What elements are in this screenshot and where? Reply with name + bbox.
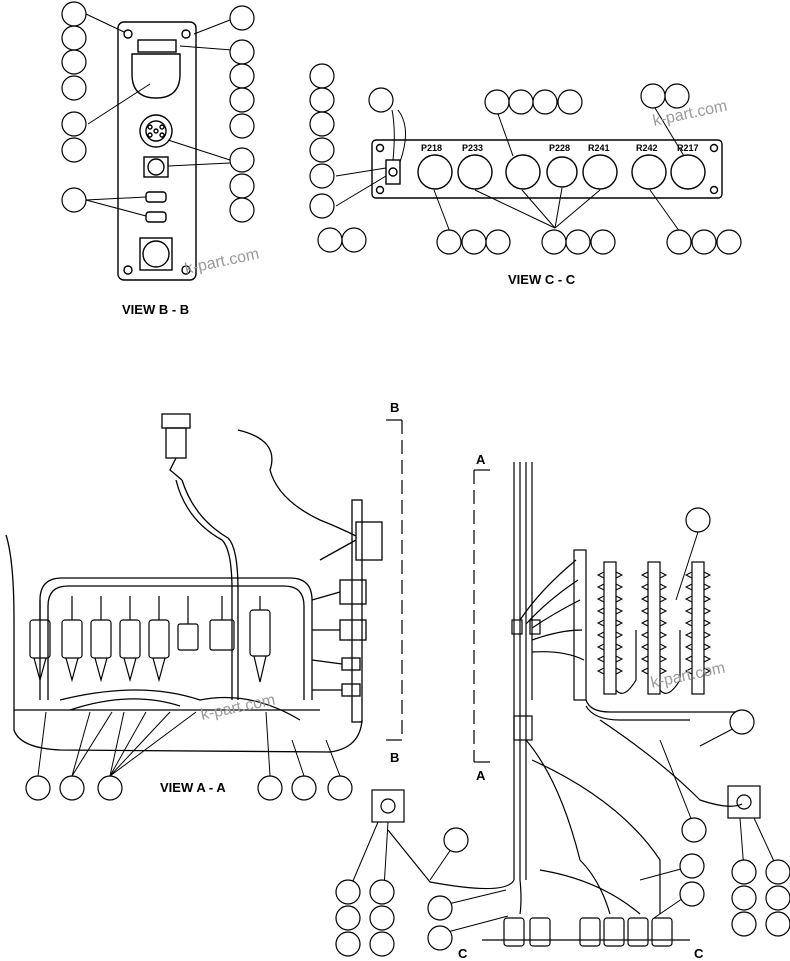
watermark-text: k-part.com <box>649 660 726 692</box>
view-a-section-cut <box>386 419 403 741</box>
connector-label-r242: R242 <box>636 143 658 153</box>
view-a-callout-bubbles <box>25 775 353 801</box>
watermark-text: k-part.com <box>183 246 260 278</box>
section-marker-b-bottom: B <box>390 750 399 765</box>
view-a-title: VIEW A - A <box>160 780 226 795</box>
connector-label-p233: P233 <box>462 143 483 153</box>
assembly-callout-leaders <box>349 531 779 935</box>
section-marker-a-bottom: A <box>476 768 486 783</box>
view-c-connector-labels: P218 P233 P228 R241 R242 R217 <box>421 143 699 153</box>
view-c-callout-leaders <box>335 107 685 233</box>
view-b-title: VIEW B - B <box>122 302 189 317</box>
view-c-panel <box>371 139 723 199</box>
connector-label-r217: R217 <box>677 143 699 153</box>
view-c-title: VIEW C - C <box>508 272 576 287</box>
view-b-panel <box>117 21 197 281</box>
view-b-callout-bubbles <box>61 1 255 223</box>
view-a-callout-leaders <box>37 711 341 777</box>
view-a-plugs <box>29 596 301 721</box>
connector-label-p228: P228 <box>549 143 570 153</box>
assembly-callout-bubbles <box>335 507 790 957</box>
section-marker-c-right: C <box>694 946 704 961</box>
section-marker-b-top: B <box>390 400 399 415</box>
connector-label-r241: R241 <box>588 143 610 153</box>
view-b-callout-leaders <box>85 13 233 217</box>
connector-label-p218: P218 <box>421 143 442 153</box>
section-marker-c-left: C <box>458 946 468 961</box>
view-c-callout-bubbles <box>309 63 742 255</box>
view-a-harness <box>5 413 383 753</box>
terminal-strip-teeth <box>596 571 712 675</box>
section-marker-a-top: A <box>476 452 486 467</box>
